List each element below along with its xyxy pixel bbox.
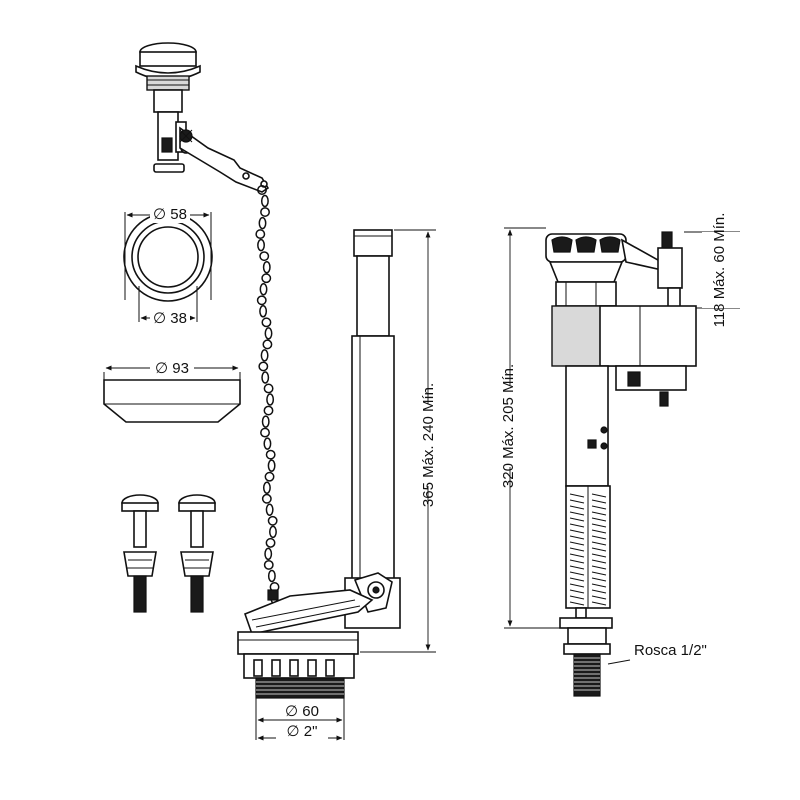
chain-link [257, 238, 265, 252]
chain-link [255, 229, 266, 240]
chain-link [256, 295, 267, 306]
chain-link [260, 207, 270, 218]
chain-link [266, 393, 275, 406]
chain-link [264, 327, 273, 340]
outlet-diameter-label: ∅ 60 [285, 703, 319, 720]
chain-link [265, 503, 274, 517]
fill-valve-height-label: 320 Máx. 205 Mín. [500, 364, 517, 488]
push-button-assembly [135, 42, 270, 193]
chain-link [261, 415, 270, 428]
chain-link [264, 471, 275, 482]
chain-link [267, 515, 278, 526]
chain-link [263, 405, 274, 416]
chain-link [267, 459, 276, 472]
fill-valve [545, 231, 697, 697]
gasket-diameter-label: ∅ 93 [155, 360, 189, 377]
fixing-screws [121, 494, 216, 613]
flush-valve-height-label: 365 Máx. 240 Mín. [420, 383, 437, 507]
chain-link [258, 361, 269, 372]
screw-right [178, 494, 216, 613]
inlet-thread-leader [607, 659, 631, 665]
chain [255, 185, 280, 605]
chain-link [269, 525, 277, 539]
screw-left [121, 494, 159, 613]
chain-link [267, 569, 276, 583]
chain-link [261, 371, 270, 384]
gasket-side-view [103, 365, 241, 423]
chain-link [265, 449, 276, 460]
chain-link [264, 547, 273, 561]
chain-link [261, 317, 272, 328]
chain-link [260, 194, 269, 208]
chain-link [262, 339, 273, 350]
flush-valve [237, 229, 401, 699]
chain-link [262, 481, 271, 494]
inlet-thread-label: Rosca 1/2" [634, 642, 707, 659]
chain-link [261, 273, 272, 284]
chain-link [259, 251, 270, 262]
chain-link [260, 427, 270, 438]
chain-link [258, 216, 267, 230]
button-ring-top-view [123, 212, 213, 322]
chain-link [262, 260, 271, 274]
chain-link [261, 493, 272, 504]
chain-link [263, 559, 274, 570]
chain-link [263, 383, 274, 394]
outlet-thread-label: ∅ 2" [287, 723, 318, 740]
chain-link [259, 282, 268, 296]
chain-link [259, 305, 268, 318]
button-inner-diameter-label: ∅ 38 [153, 310, 187, 327]
chain-link [263, 437, 272, 450]
chain-link [265, 537, 276, 548]
chain-link [260, 349, 269, 362]
float-travel-label: 118 Máx. 60 Mín. [711, 213, 728, 328]
chain-link [257, 185, 267, 195]
button-diameter-label: ∅ 58 [153, 206, 187, 223]
